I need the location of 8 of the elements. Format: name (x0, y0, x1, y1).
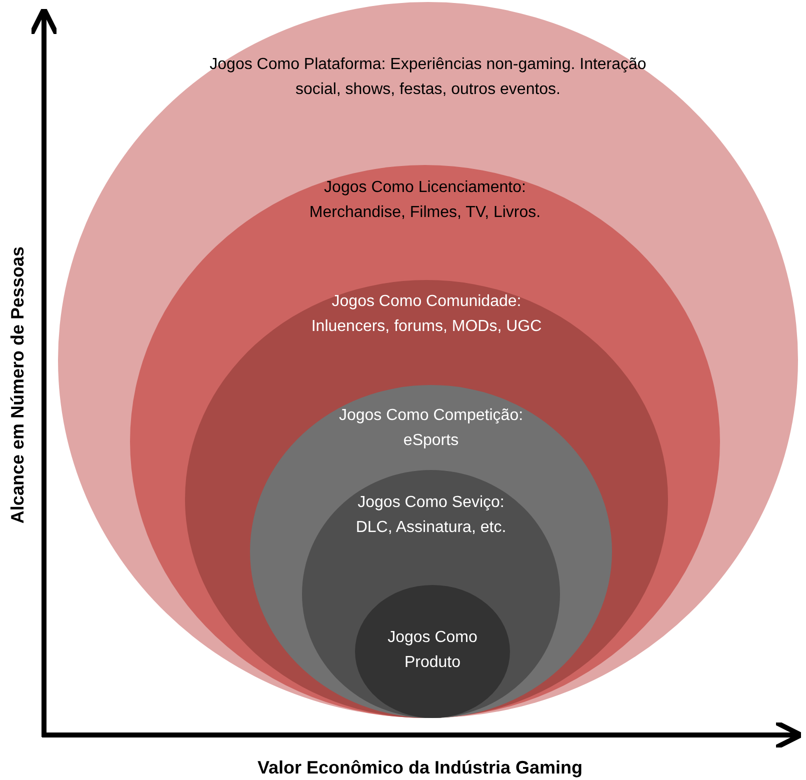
layer-label: Jogos Como Competição: eSports (338, 406, 524, 451)
layer-label: Jogos Como Licenciamento: Merchandise, Filmes, TV, Livros. (308, 178, 542, 223)
layer-label: Jogos Como Plataforma: Experiências non-gaming. Interação social, shows, festas, outros eventos. (208, 55, 648, 100)
layer-label: Jogos Como Seviço: DLC, Assinatura, etc. (354, 493, 508, 538)
layer-label: Jogos Como Produto (386, 628, 478, 673)
layer-label: Jogos Como Comunidade: Inluencers, forums, MODs, UGC (310, 292, 543, 337)
axis-label: Alcance em Número de Pessoas (8, 246, 28, 524)
axis-label: Valor Econômico da Indústria Gaming (257, 758, 583, 778)
